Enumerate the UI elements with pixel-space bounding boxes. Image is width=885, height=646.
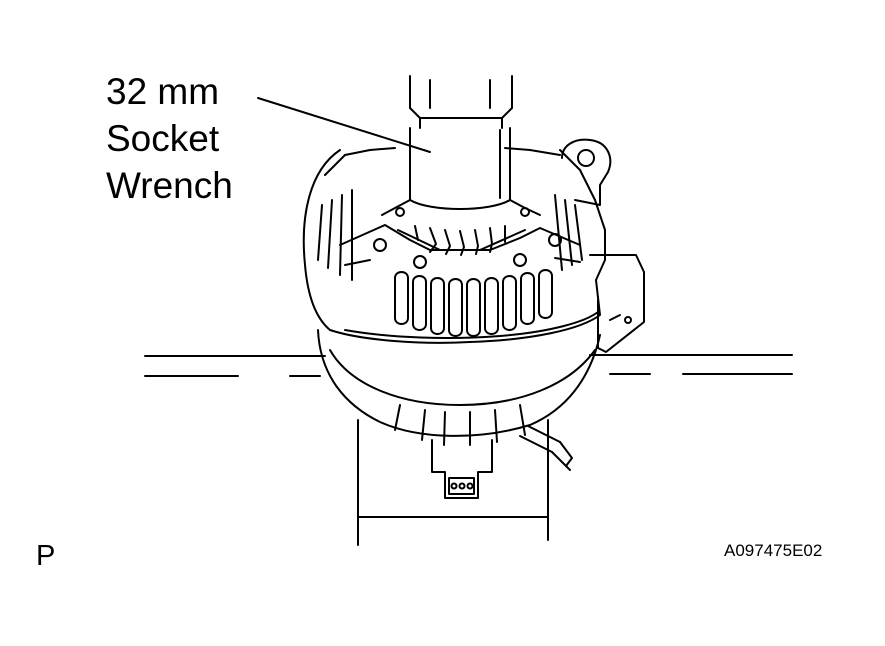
figure-id-label: A097475E02 (724, 541, 823, 560)
front-frame (302, 147, 606, 344)
mounting-ear (561, 138, 612, 206)
view-code-label: P (36, 540, 56, 572)
hub-plate (339, 207, 581, 269)
front-fins (317, 189, 583, 281)
rear-housing (317, 329, 601, 446)
callout-leader-line (257, 97, 431, 153)
connector-plug (431, 439, 493, 499)
terminal-stud (519, 425, 573, 471)
callout-line-wrench: Wrench (106, 165, 233, 206)
callout-line-socket: Socket (106, 118, 220, 159)
callout-line-size: 32 mm (106, 71, 220, 112)
vise-block (357, 419, 549, 546)
clamp-plate (589, 254, 645, 353)
socket-cylinder (409, 75, 513, 210)
grille-slots (394, 269, 553, 337)
bench-line (144, 354, 793, 377)
socket-wrench-callout: 32 mm Socket Wrench (106, 68, 233, 209)
